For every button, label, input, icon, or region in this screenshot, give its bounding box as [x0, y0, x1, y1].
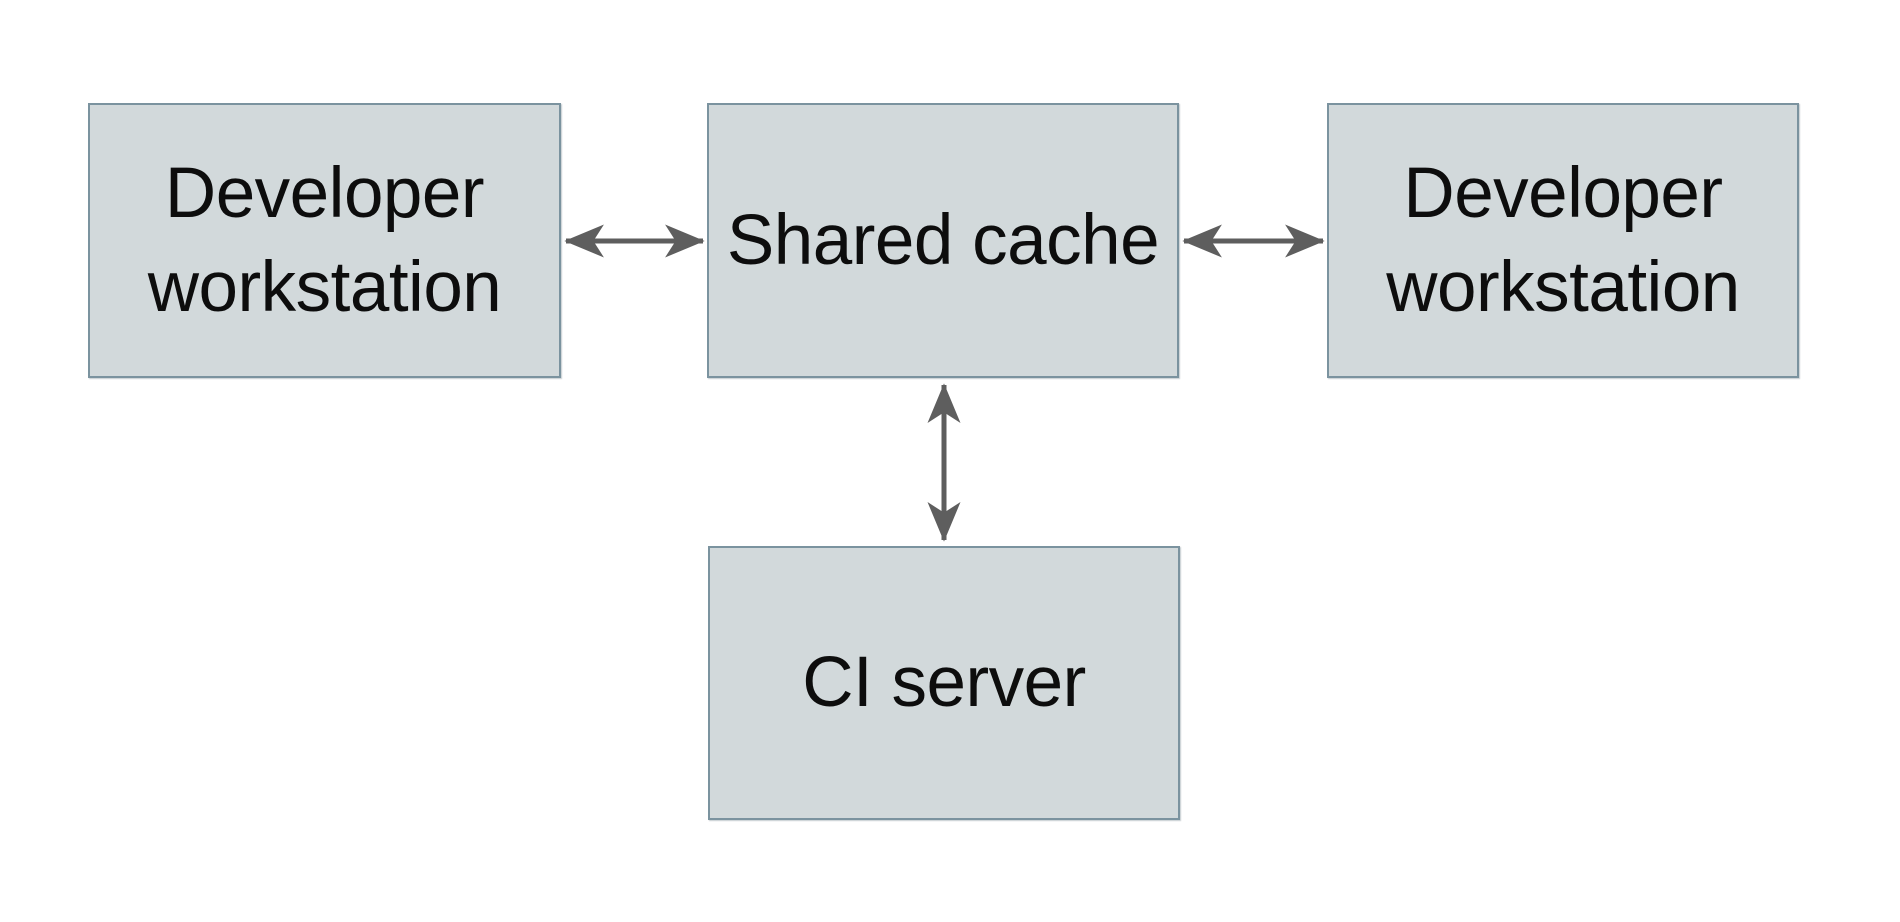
node-developer-workstation-right: Developer workstation: [1327, 103, 1799, 378]
node-label: CI server: [802, 643, 1086, 723]
node-ci-server: CI server: [708, 546, 1180, 820]
node-label: Developer workstation: [147, 153, 502, 327]
node-label: Developer workstation: [1386, 153, 1740, 327]
node-shared-cache: Shared cache: [707, 103, 1179, 378]
node-label: Shared cache: [726, 200, 1160, 280]
node-developer-workstation-left: Developer workstation: [88, 103, 561, 378]
